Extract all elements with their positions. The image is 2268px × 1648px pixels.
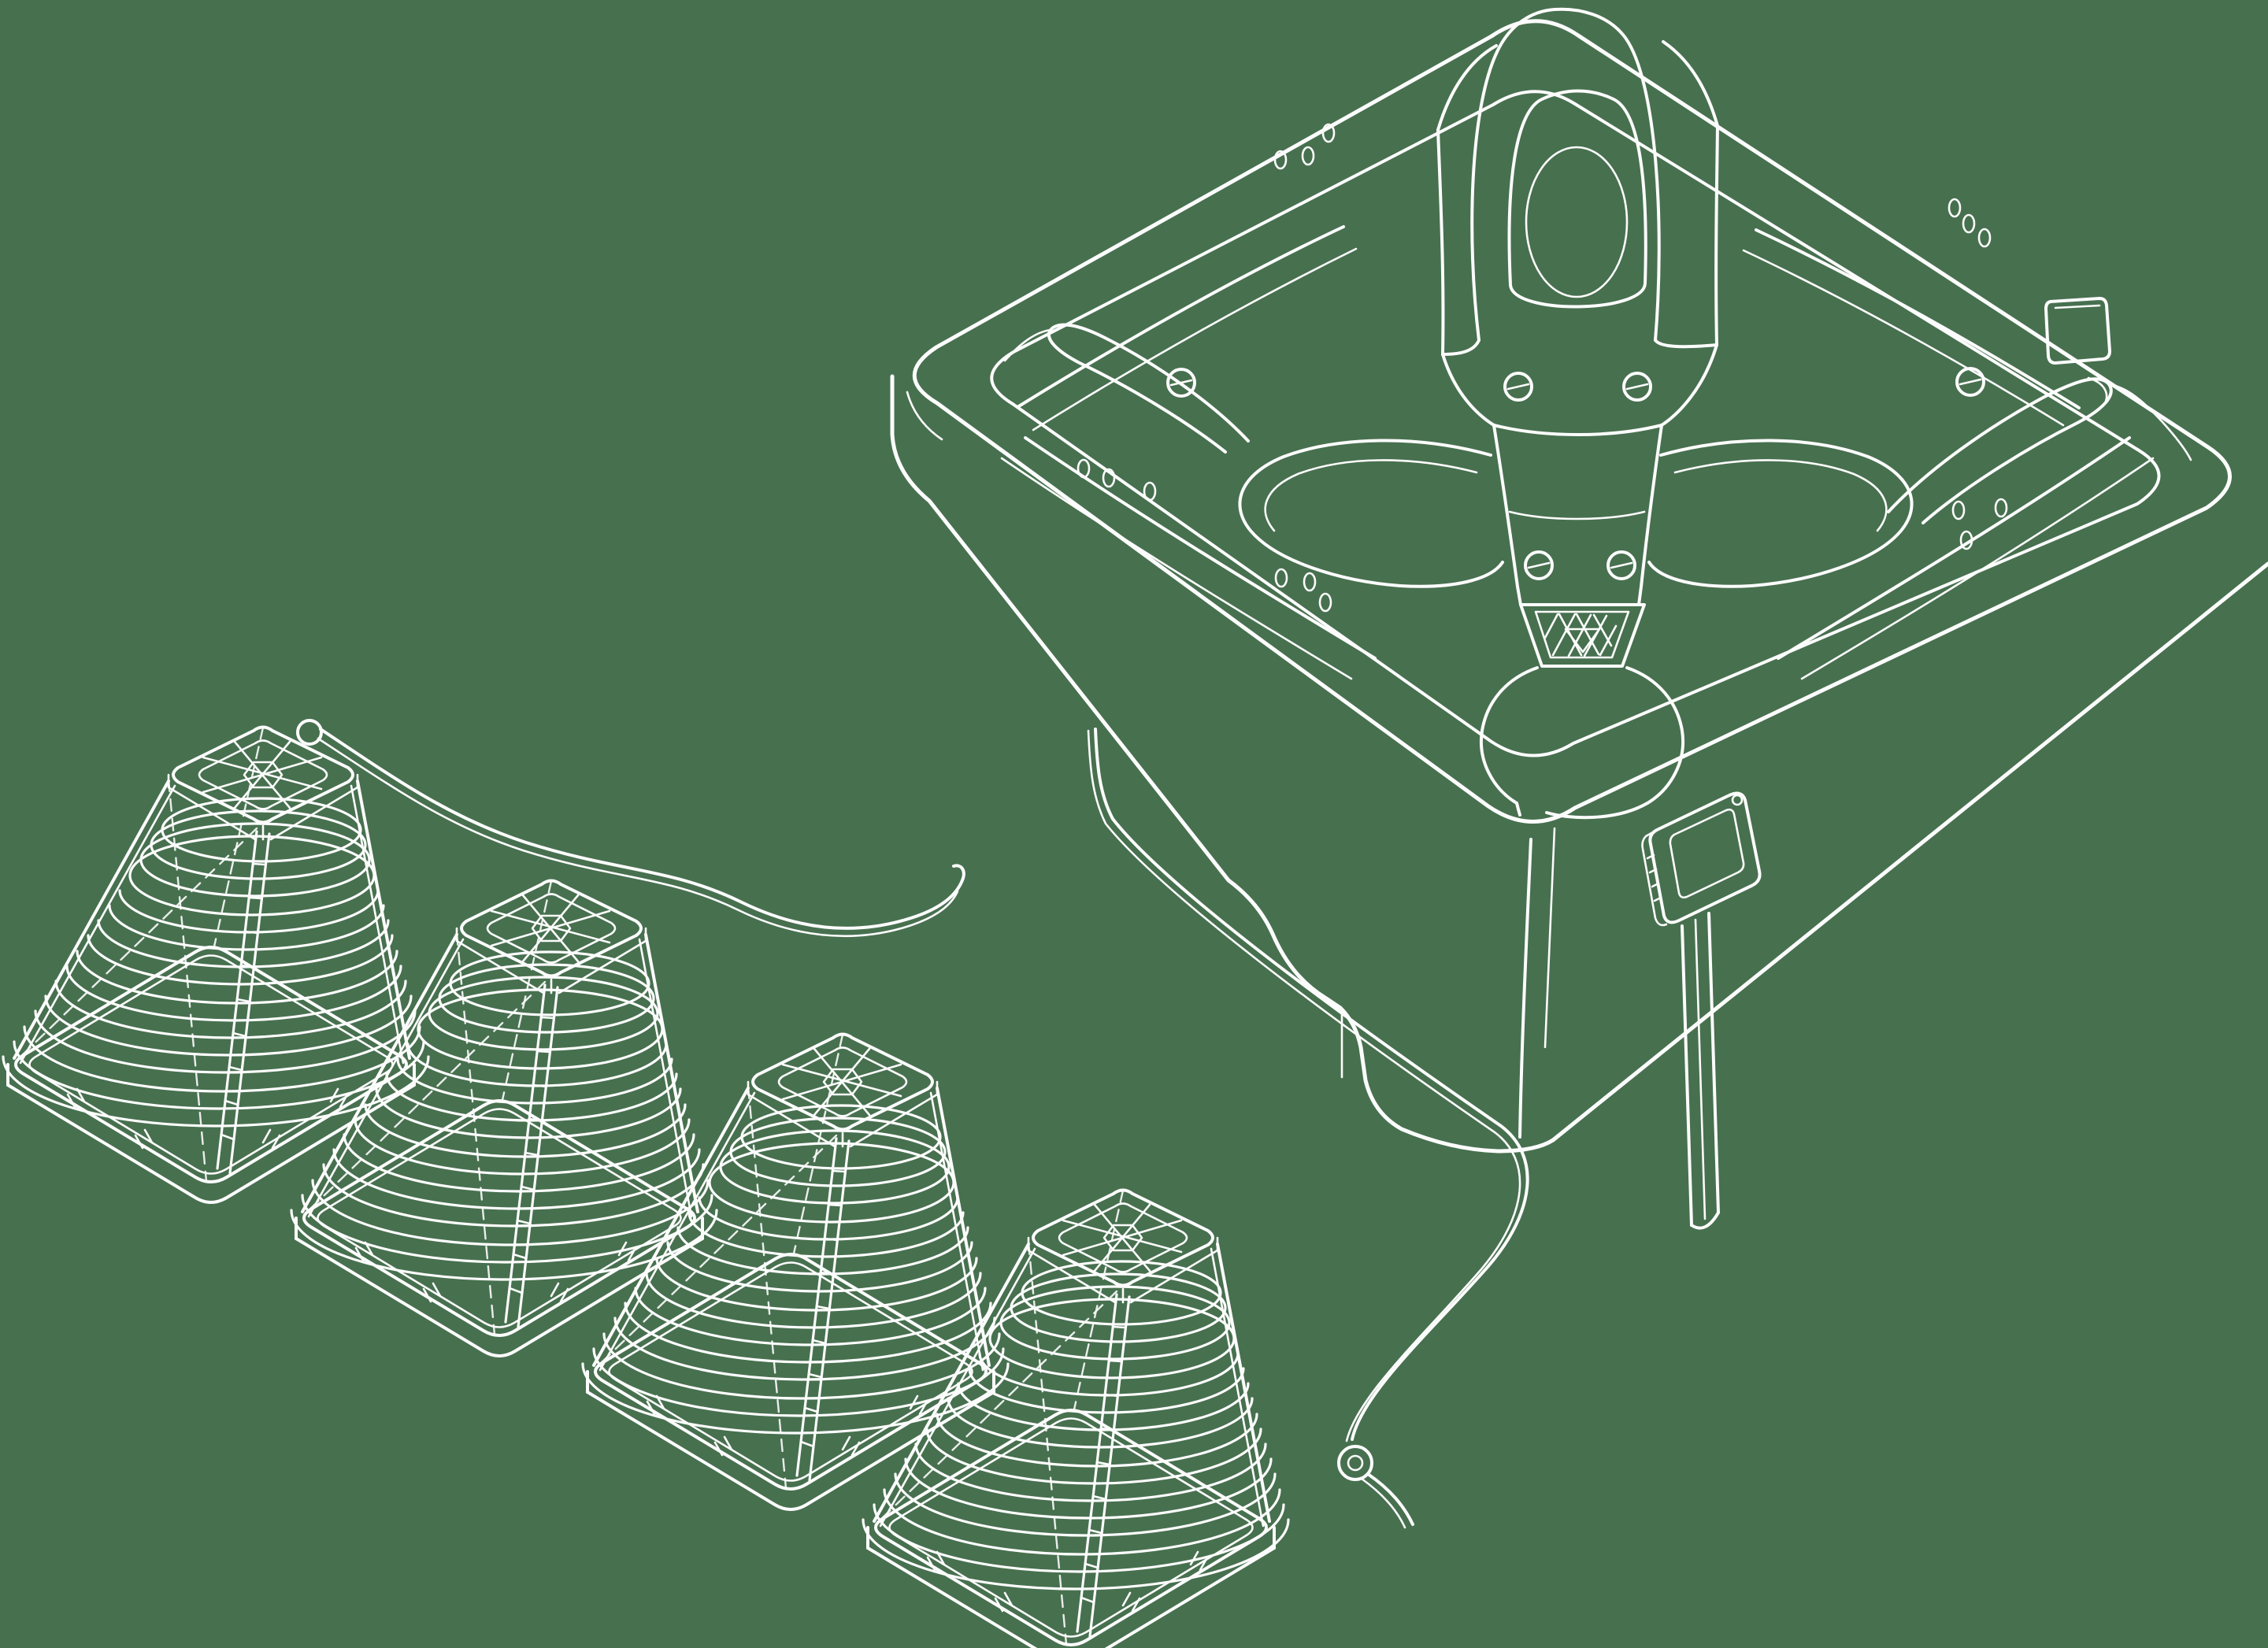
- headrest-pillow: [1525, 146, 1629, 298]
- jet-slashed: [1166, 368, 1196, 398]
- cone-array: [2, 719, 1290, 1648]
- cone1-loop-anchor: [296, 719, 323, 746]
- headrest: [1507, 89, 1647, 309]
- cable-ring-connector: [1337, 1445, 1373, 1481]
- tub-front-corner: [1518, 827, 1556, 1139]
- control-strap: [1681, 912, 1720, 1230]
- cone-3: [581, 1032, 1010, 1511]
- lower-right-bench: [1777, 436, 2155, 680]
- jet-slashed: [1524, 550, 1554, 580]
- lounger: [1436, 7, 1719, 606]
- cable-ring-connector-inner: [1347, 1454, 1364, 1472]
- right-armrest: [1887, 377, 2113, 524]
- cone-2: [290, 879, 718, 1357]
- bell-molding: [1479, 666, 1685, 820]
- control-panel-screen: [1669, 808, 1745, 899]
- upper-left-bench: [1003, 225, 1358, 454]
- jet-slashed: [1955, 367, 1985, 397]
- left-armrest: [1047, 323, 1250, 454]
- tub-connector-cable: [1087, 728, 1529, 1529]
- jet-slashed: [1606, 550, 1636, 580]
- cone-1: [2, 725, 430, 1204]
- lower-left-bench: [1000, 436, 1377, 680]
- control-panel: [1641, 791, 1762, 1230]
- tub-shell-right: [1551, 561, 2268, 1142]
- jet-slashed: [1503, 372, 1533, 402]
- hatched-drain: [1544, 613, 1618, 657]
- tub-inner-rim: [990, 90, 2161, 757]
- jet-slashed: [1622, 372, 1652, 402]
- right-wing: [1647, 439, 1914, 588]
- tub-outer-rim: [912, 19, 2232, 824]
- tub-shell-left: [890, 374, 1555, 1154]
- hot-tub: [890, 7, 2268, 1230]
- panel-notch: [1731, 794, 1744, 806]
- cone-string-cable: [317, 728, 965, 938]
- upper-right-bench: [1742, 228, 2192, 524]
- skimmer-vent: [2044, 297, 2111, 365]
- slashed-jets: [1166, 367, 1985, 580]
- footwell: [1479, 603, 1685, 820]
- oval-jets: [1077, 123, 2008, 613]
- cables: [317, 728, 1529, 1529]
- left-wing: [1238, 439, 1504, 588]
